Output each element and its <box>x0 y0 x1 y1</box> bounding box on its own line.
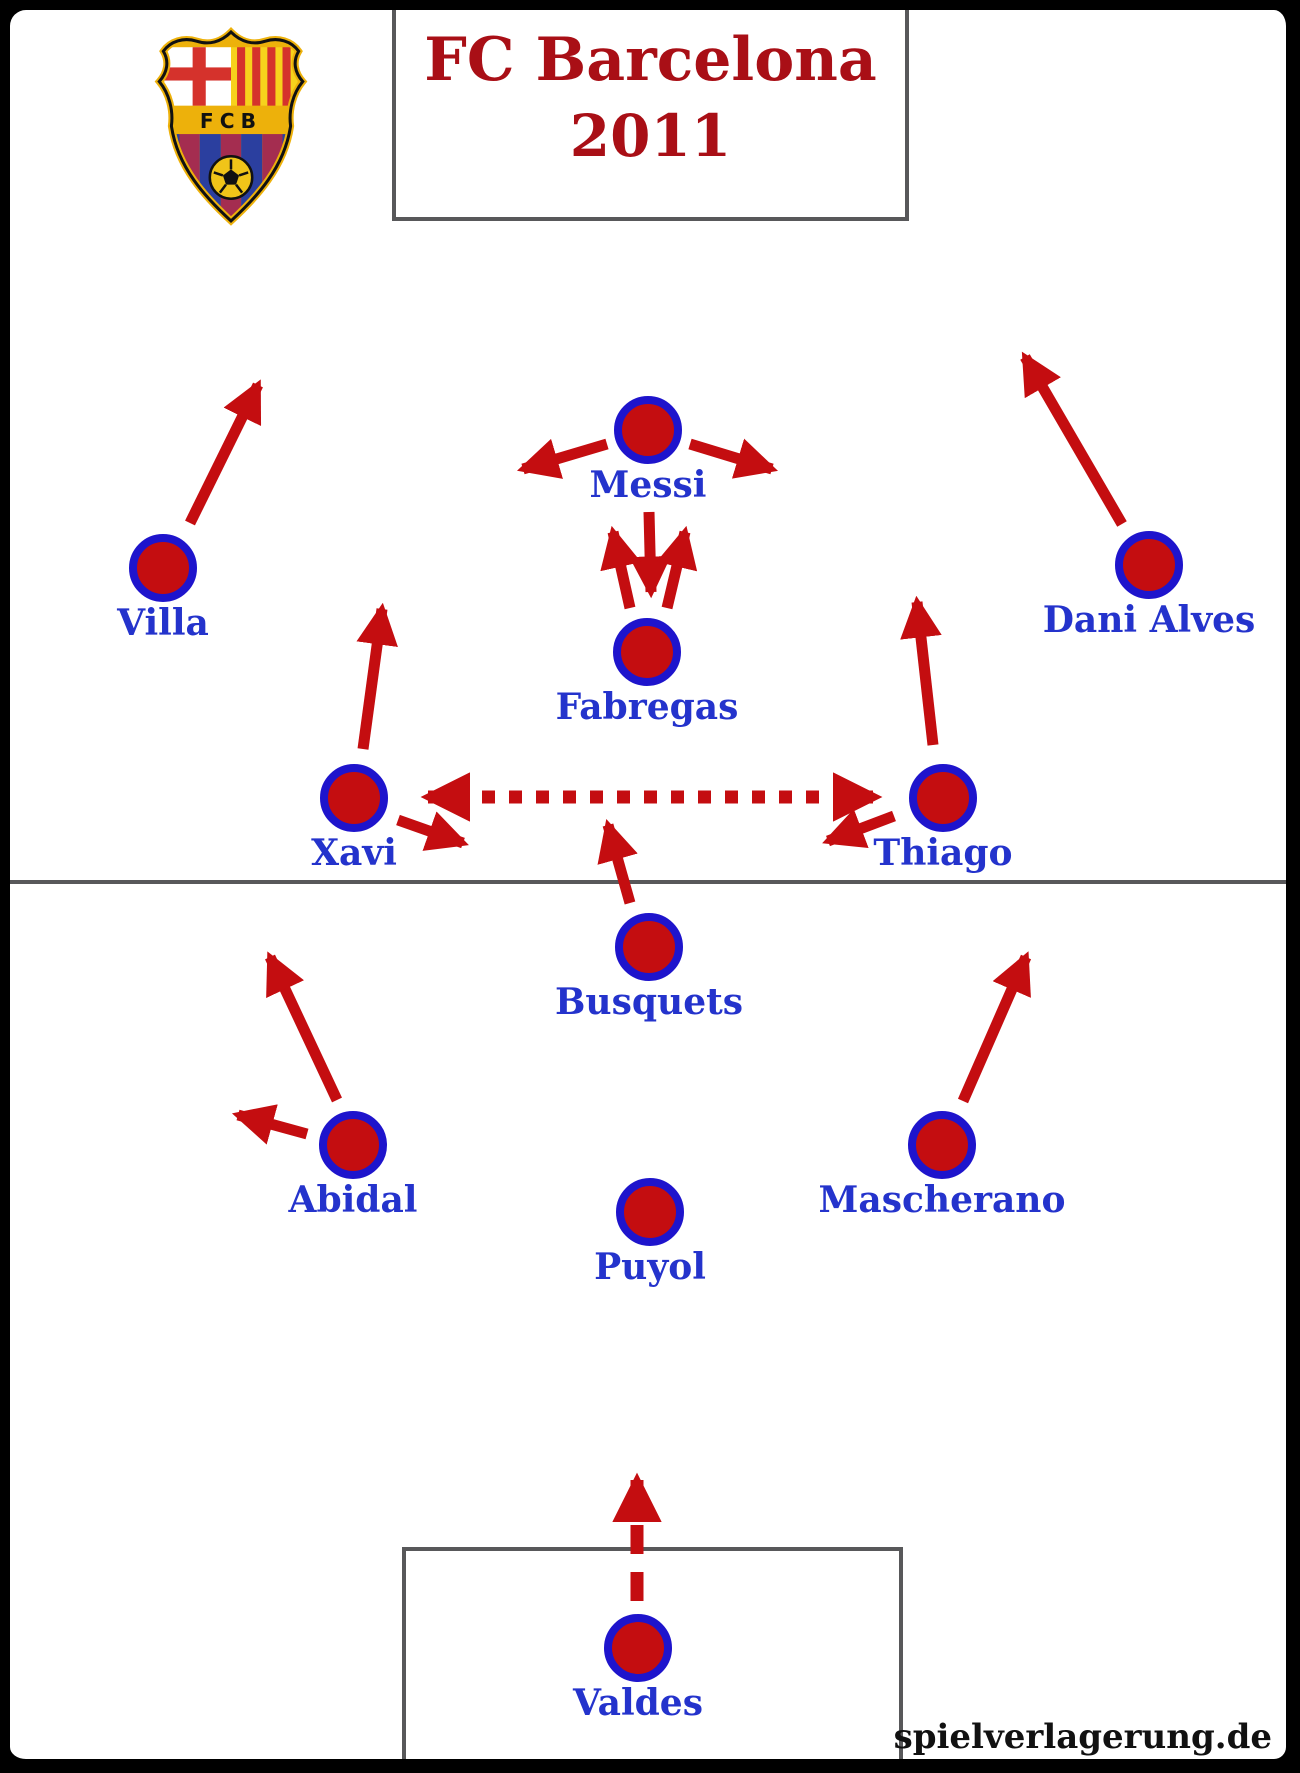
movement-arrow-xavi-push-up <box>356 602 398 750</box>
player-marker <box>129 534 197 602</box>
player-name-label: Busquets <box>554 981 744 1023</box>
player-marker <box>908 1111 976 1179</box>
title-year: 2011 <box>569 101 732 170</box>
player-name-label: Villa <box>117 602 209 644</box>
player-marker <box>604 1614 672 1682</box>
player-marker <box>613 618 681 686</box>
player-name-label: Thiago <box>873 832 1013 874</box>
halfway-line <box>8 880 1292 884</box>
player-name-label: Fabregas <box>555 686 739 728</box>
player-marker <box>1115 531 1183 599</box>
movement-arrow-busquets-push-up <box>597 818 638 905</box>
movement-arrow-dani-alves-forward-run <box>1020 351 1127 527</box>
pitch-background <box>8 8 1288 1762</box>
movement-arrow-messi-drift-left <box>516 438 609 479</box>
watermark-site-name: spielverlagerung.de <box>893 1717 1272 1757</box>
player-marker <box>319 1111 387 1179</box>
movement-arrow-xavi-drop-inward <box>396 811 469 851</box>
player-marker <box>615 913 683 981</box>
player-name-label: Messi <box>589 464 707 506</box>
movement-arrow-fabregas-push-up-left <box>600 525 642 610</box>
player-name-label: Dani Alves <box>1042 599 1256 641</box>
movement-arrow-abidal-shift-wide <box>231 1104 309 1145</box>
player-marker <box>909 764 977 832</box>
crest-initials: FCB <box>200 109 262 133</box>
player-name-label: Abidal <box>288 1179 418 1221</box>
player-name-label: Puyol <box>594 1246 706 1288</box>
movement-arrow-messi-drift-right <box>688 438 778 479</box>
player-name-label: Xavi <box>311 832 397 874</box>
title-club-name: FC Barcelona <box>424 25 877 95</box>
movement-arrow-abidal-run-upfield <box>265 951 342 1103</box>
movement-arrow-messi-drop-to-fabregas <box>629 511 672 599</box>
movement-arrow-villa-forward-run <box>185 379 263 526</box>
movement-arrow-thiago-push-up <box>900 595 942 746</box>
movement-arrow-mascherano-run-upfield <box>957 951 1032 1104</box>
player-name-label: Mascherano <box>818 1179 1066 1221</box>
fc-barcelona-crest-logo: FCB <box>150 26 312 228</box>
movement-arrow-fabregas-push-up-right <box>656 525 698 610</box>
player-marker <box>616 1178 684 1246</box>
player-marker <box>614 396 682 464</box>
player-marker <box>320 764 388 832</box>
player-name-label: Valdes <box>573 1682 703 1724</box>
title-block: FC Barcelona 2011 <box>392 22 909 173</box>
movement-arrow-thiago-drop-inward <box>822 808 896 848</box>
